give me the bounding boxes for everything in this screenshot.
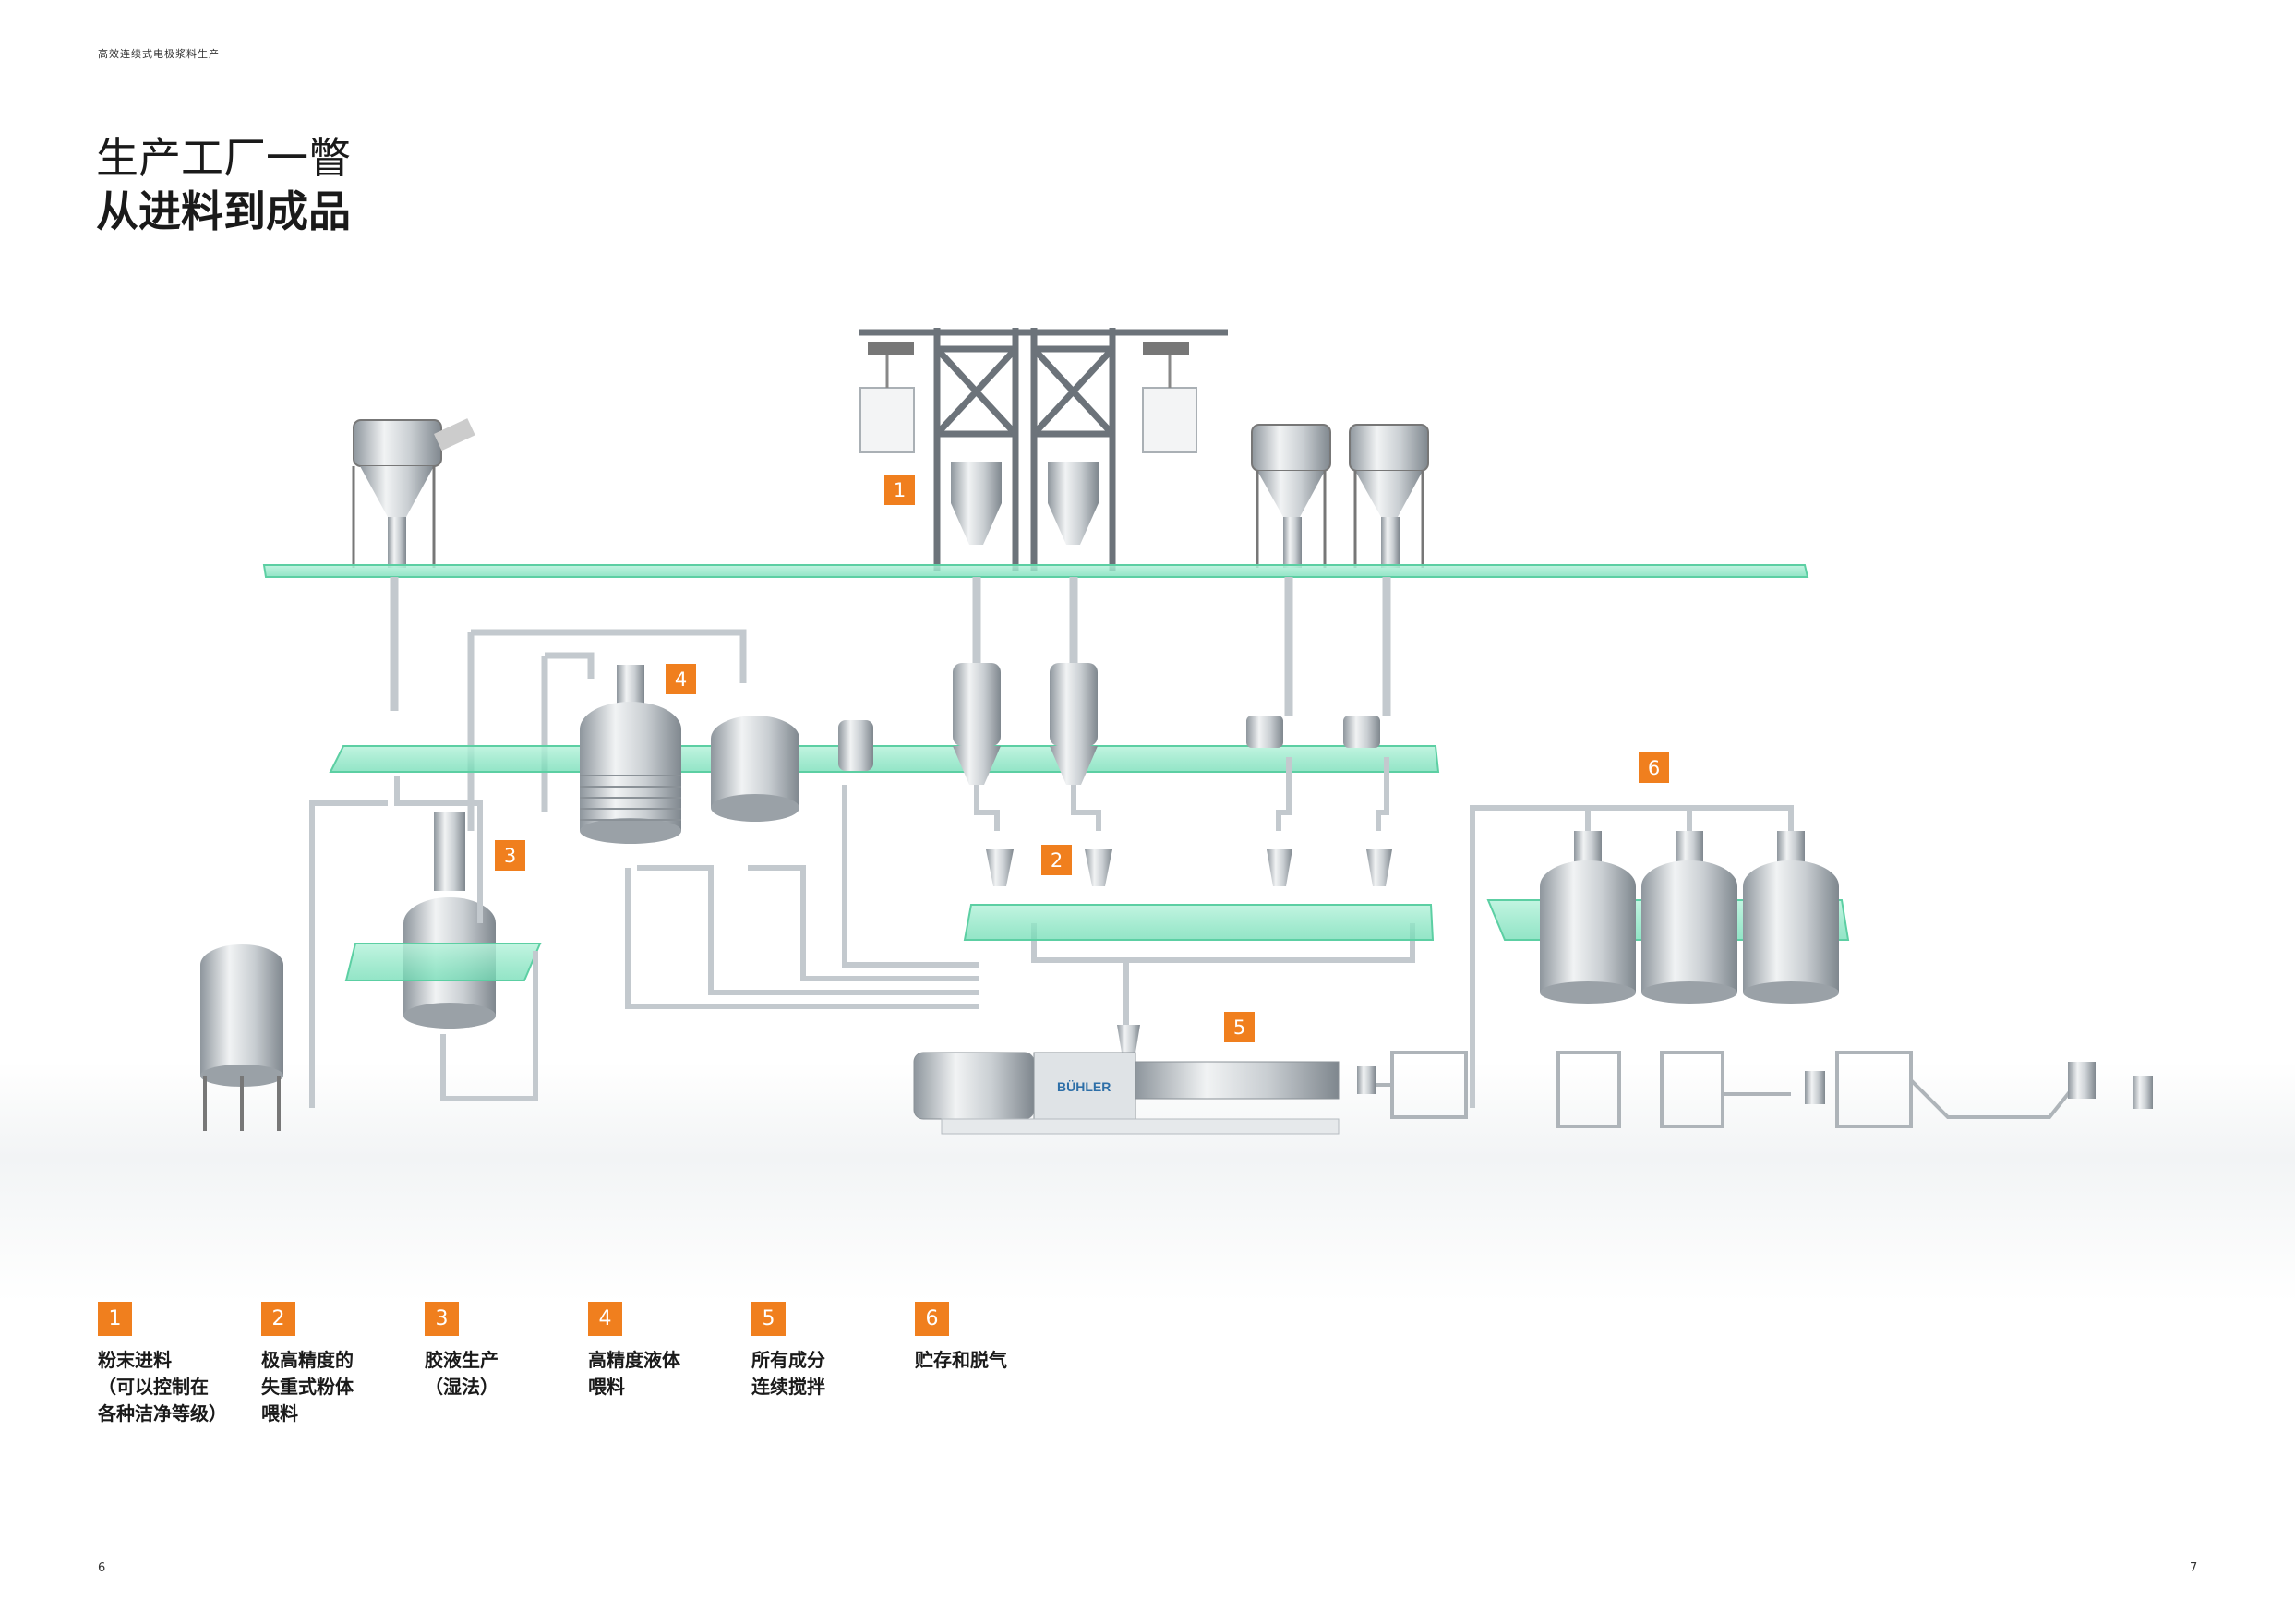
page-number-left: 6 [98, 1561, 106, 1575]
extruder: BÜHLER [913, 1025, 1340, 1135]
powder-station-right [1251, 424, 1429, 568]
powder-station-left [352, 418, 475, 568]
page-number-right: 7 [2190, 1561, 2198, 1575]
page-title: 生产工厂一瞥 从进料到成品 [96, 131, 351, 238]
document-header: 高效连续式电极浆料生产 [98, 48, 220, 60]
callout-badge-4: 4 [666, 664, 696, 694]
glue-platform [344, 943, 542, 981]
callout-1-label: 1 [894, 479, 906, 501]
feeder-platform [963, 904, 1435, 941]
drop-pipes [390, 577, 1391, 716]
page-title-line2: 从进料到成品 [96, 186, 351, 236]
callout-badge-6: 6 [1639, 752, 1669, 783]
legend-item-1: 1 粉末进料 （可以控制在 各种洁净等级） [98, 1302, 255, 1427]
page-title-line1: 生产工厂一瞥 [96, 133, 351, 183]
legend-item-5: 5 所有成分 连续搅拌 [751, 1302, 908, 1401]
legend-num-5: 5 [751, 1302, 786, 1336]
legend-text-1: 粉末进料 （可以控制在 各种洁净等级） [98, 1349, 227, 1425]
legend-item-3: 3 胶液生产 （湿法） [425, 1302, 582, 1401]
gantry-frames [859, 328, 1228, 571]
plant-diagram: BÜHLER 1 2 [200, 328, 2153, 1135]
callout-4-label: 4 [675, 668, 687, 691]
gravimetric-hoppers [953, 663, 1380, 785]
legend: 1 粉末进料 （可以控制在 各种洁净等级） 2 极高精度的 失重式粉体 喂料 3… [98, 1302, 1113, 1486]
process-pipes [309, 757, 1794, 1108]
storage-vessels [1540, 831, 1839, 1004]
callout-6-label: 6 [1648, 757, 1660, 779]
middle-platform [329, 745, 1440, 773]
extruder-brand: BÜHLER [1057, 1079, 1111, 1094]
callout-5-label: 5 [1233, 1017, 1245, 1039]
weigh-feeders [986, 849, 1392, 886]
callout-badge-1: 1 [884, 475, 915, 505]
legend-text-5: 所有成分 连续搅拌 [751, 1349, 825, 1398]
reactor-vessels-4 [580, 665, 873, 844]
legend-text-4: 高精度液体 喂料 [588, 1349, 680, 1398]
legend-num-6: 6 [915, 1302, 949, 1336]
downstream-vessels [1357, 1062, 2153, 1109]
legend-item-2: 2 极高精度的 失重式粉体 喂料 [261, 1302, 418, 1427]
downstream-skids [1357, 1051, 2088, 1128]
legend-text-6: 贮存和脱气 [915, 1349, 1007, 1371]
legend-num-4: 4 [588, 1302, 622, 1336]
top-platform [262, 564, 1809, 578]
storage-tank-left [200, 944, 283, 1131]
callout-3-label: 3 [504, 845, 516, 867]
callout-badge-5: 5 [1224, 1012, 1255, 1042]
legend-text-2: 极高精度的 失重式粉体 喂料 [261, 1349, 354, 1425]
legend-num-1: 1 [98, 1302, 132, 1336]
callout-badge-2: 2 [1041, 845, 1072, 875]
legend-num-2: 2 [261, 1302, 295, 1336]
big-bag-stations [859, 342, 1197, 545]
liquid-feed-lines [467, 629, 747, 831]
legend-num-3: 3 [425, 1302, 459, 1336]
callout-badge-3: 3 [495, 840, 525, 871]
legend-item-4: 4 高精度液体 喂料 [588, 1302, 745, 1401]
callout-2-label: 2 [1051, 849, 1063, 872]
glue-production-unit [344, 812, 542, 1029]
legend-item-6: 6 贮存和脱气 [915, 1302, 1072, 1374]
legend-text-3: 胶液生产 （湿法） [425, 1349, 499, 1398]
